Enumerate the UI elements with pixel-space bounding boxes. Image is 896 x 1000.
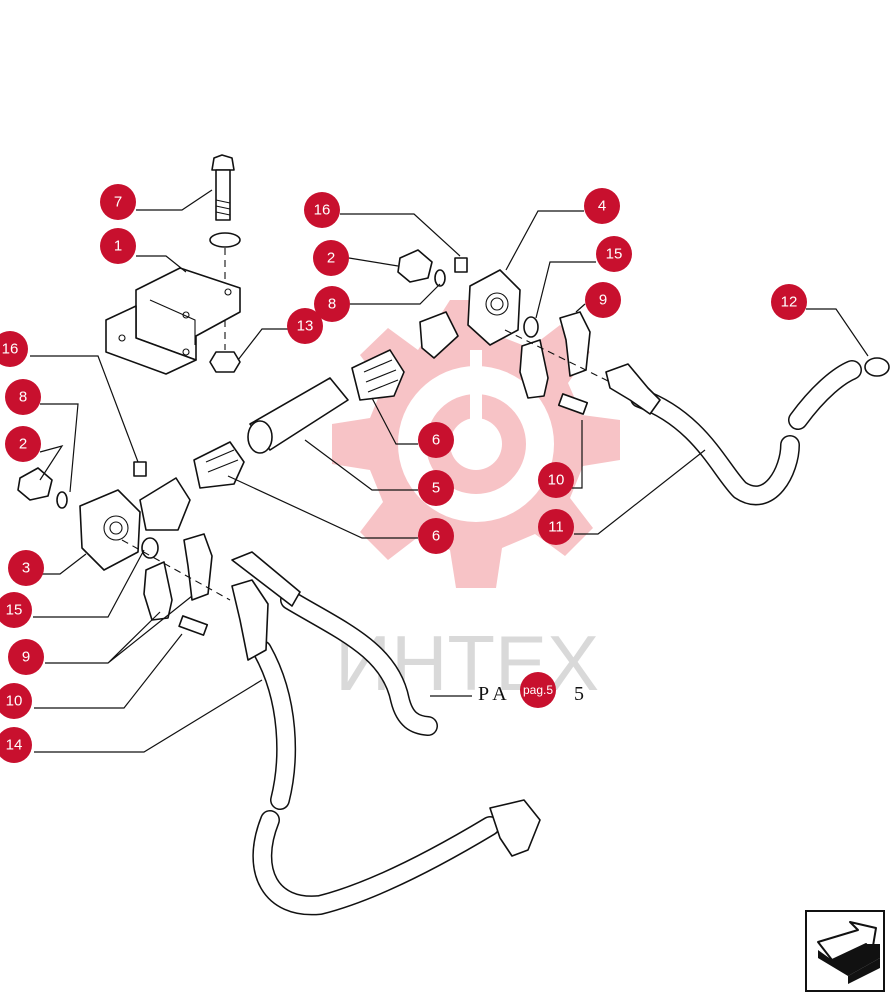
flange-right-part bbox=[467, 269, 521, 346]
svg-text:4: 4 bbox=[598, 198, 606, 215]
svg-text:2: 2 bbox=[19, 436, 27, 453]
bolt-part bbox=[557, 393, 589, 415]
svg-text:3: 3 bbox=[22, 560, 30, 577]
callout-1: 1 bbox=[100, 228, 136, 264]
callout-8: 8 bbox=[314, 286, 350, 322]
return-button[interactable] bbox=[805, 910, 885, 992]
svg-text:15: 15 bbox=[606, 246, 623, 263]
callout-7: 7 bbox=[100, 184, 136, 220]
svg-text:10: 10 bbox=[6, 693, 23, 710]
callout-8: 8 bbox=[5, 379, 41, 415]
nut-part bbox=[209, 351, 241, 373]
callout-13: 13 bbox=[287, 308, 323, 344]
assembly-axis bbox=[121, 539, 231, 601]
callout-10: 10 bbox=[538, 462, 574, 498]
page-reference[interactable]: P A pag.5 5 bbox=[478, 672, 584, 708]
callout-3: 3 bbox=[8, 550, 44, 586]
adapter-part bbox=[193, 441, 245, 489]
clamp-half-part bbox=[519, 339, 549, 399]
callout-12: 12 bbox=[771, 284, 807, 320]
svg-text:8: 8 bbox=[328, 296, 336, 313]
adapter-part bbox=[351, 349, 405, 401]
bolt-part bbox=[178, 615, 209, 636]
callout-14: 14 bbox=[0, 727, 32, 763]
svg-text:7: 7 bbox=[114, 194, 122, 211]
svg-text:pag.5: pag.5 bbox=[523, 683, 553, 697]
svg-text:6: 6 bbox=[432, 528, 440, 545]
o-ring-part bbox=[56, 491, 68, 509]
coupler-part bbox=[247, 377, 349, 454]
callout-5: 5 bbox=[418, 470, 454, 506]
bracket-part bbox=[105, 267, 241, 375]
svg-text:P A: P A bbox=[478, 683, 507, 705]
svg-text:12: 12 bbox=[781, 294, 798, 311]
plug-part bbox=[454, 257, 468, 273]
callout-9: 9 bbox=[585, 282, 621, 318]
callout-11: 11 bbox=[538, 509, 574, 545]
svg-text:13: 13 bbox=[297, 318, 314, 335]
svg-text:11: 11 bbox=[548, 519, 564, 536]
svg-text:16: 16 bbox=[2, 341, 19, 358]
o-ring-part bbox=[523, 316, 539, 338]
callout-6: 6 bbox=[418, 422, 454, 458]
callout-15: 15 bbox=[0, 592, 32, 628]
svg-text:5: 5 bbox=[432, 480, 440, 497]
svg-text:8: 8 bbox=[19, 389, 27, 406]
callout-10: 10 bbox=[0, 683, 32, 719]
callout-16: 16 bbox=[304, 192, 340, 228]
washer-part bbox=[209, 232, 241, 248]
callout-15: 15 bbox=[596, 236, 632, 272]
nut-part bbox=[397, 249, 433, 283]
hose-14-part bbox=[231, 579, 541, 916]
callout-9: 9 bbox=[8, 639, 44, 675]
leader-lines bbox=[30, 189, 869, 753]
nut-part bbox=[17, 467, 53, 501]
hose-clamp-part bbox=[864, 357, 890, 377]
o-ring-part bbox=[141, 537, 159, 559]
callout-6: 6 bbox=[418, 518, 454, 554]
callout-2: 2 bbox=[313, 240, 349, 276]
svg-text:15: 15 bbox=[6, 602, 23, 619]
svg-text:6: 6 bbox=[432, 432, 440, 449]
o-ring-part bbox=[434, 269, 446, 287]
svg-text:2: 2 bbox=[327, 250, 335, 267]
callout-16: 16 bbox=[0, 331, 28, 367]
svg-text:9: 9 bbox=[599, 292, 607, 309]
bolt-part bbox=[211, 154, 235, 221]
svg-text:16: 16 bbox=[314, 202, 331, 219]
tee-fitting-part bbox=[139, 477, 191, 531]
callout-2: 2 bbox=[5, 426, 41, 462]
elbow-fitting-part bbox=[419, 311, 459, 359]
flange-left-part bbox=[79, 489, 141, 571]
clamp-half-part bbox=[143, 561, 173, 621]
return-arrow-icon bbox=[817, 921, 880, 984]
callout-4: 4 bbox=[584, 188, 620, 224]
hose-11-part bbox=[605, 360, 862, 506]
svg-text:5: 5 bbox=[574, 683, 584, 705]
svg-text:10: 10 bbox=[548, 472, 565, 489]
tube-part bbox=[231, 551, 438, 736]
svg-text:14: 14 bbox=[6, 737, 23, 754]
page-reference-badge: pag.5 bbox=[520, 672, 556, 708]
svg-text:1: 1 bbox=[114, 238, 122, 255]
assembly-axis bbox=[504, 329, 611, 383]
plug-part bbox=[133, 461, 147, 477]
clamp-half-part bbox=[183, 533, 213, 601]
svg-text:9: 9 bbox=[22, 649, 30, 666]
